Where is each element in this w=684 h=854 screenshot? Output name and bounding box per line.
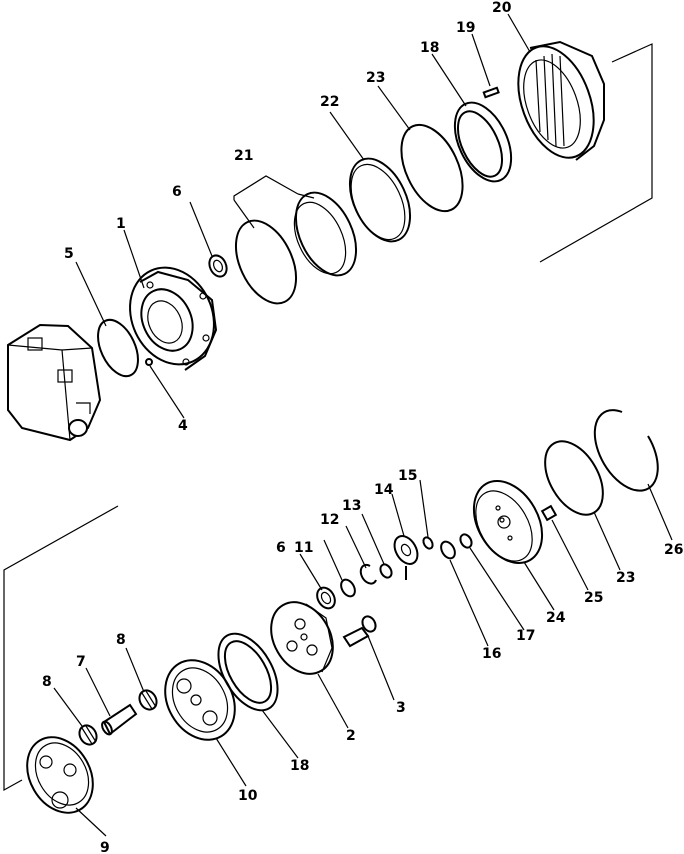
callout-25: 25 — [584, 590, 603, 606]
callout-14: 14 — [374, 482, 394, 498]
part-11-washer — [340, 578, 356, 598]
part-18-bearing-lower — [217, 632, 279, 712]
callout-20: 20 — [492, 0, 512, 16]
callout-10: 10 — [238, 788, 258, 804]
part-15-ring — [422, 536, 434, 550]
callout-12: 12 — [320, 512, 339, 528]
callout-13: 13 — [342, 498, 361, 514]
assembly-boundary-lower — [3, 505, 119, 792]
part-22-ring — [348, 157, 412, 243]
callout-2: 2 — [346, 728, 356, 744]
part-5-o-ring — [97, 318, 139, 378]
part-3-bolt — [342, 615, 377, 648]
part-21-seal — [293, 191, 358, 277]
part-25-plug — [540, 504, 558, 522]
callout-5: 5 — [64, 246, 74, 262]
callout-21: 21 — [234, 148, 253, 164]
part-12-snap-ring — [359, 563, 377, 585]
part-6-bearing-upper — [208, 254, 228, 278]
part-19-pin — [482, 86, 500, 99]
callout-23-lower: 23 — [616, 570, 635, 586]
part-10-carrier-gear — [164, 659, 236, 741]
part-23-o-ring-lower — [544, 440, 604, 516]
callout-7: 7 — [76, 654, 86, 670]
callout-19: 19 — [456, 20, 475, 36]
part-17-washer — [459, 533, 473, 549]
part-1-hub — [129, 266, 218, 371]
part-9-gear — [26, 736, 94, 814]
callout-11: 11 — [294, 540, 313, 556]
callout-18-lower: 18 — [290, 758, 309, 774]
part-4-ball — [145, 358, 153, 366]
part-24-cover — [472, 480, 544, 564]
part-8-needle-bearing-right — [138, 689, 158, 711]
callout-23-upper: 23 — [366, 70, 385, 86]
callout-4: 4 — [178, 418, 188, 434]
part-7-shaft — [101, 703, 138, 736]
part-16-nut — [440, 540, 456, 560]
callout-26: 26 — [664, 542, 683, 558]
part-23-o-ring-upper — [400, 123, 464, 213]
part-20-ring-gear — [517, 40, 605, 161]
callout-24: 24 — [546, 610, 566, 626]
part-13-spacer — [379, 563, 393, 579]
motor-housing — [7, 323, 102, 442]
callout-17: 17 — [516, 628, 535, 644]
callout-9: 9 — [100, 840, 110, 854]
callout-8-left: 8 — [42, 674, 52, 690]
callout-3: 3 — [396, 700, 406, 716]
callout-16: 16 — [482, 646, 501, 662]
part-2-carrier-plate — [270, 601, 334, 675]
callout-8-right: 8 — [116, 632, 126, 648]
callout-15: 15 — [398, 468, 417, 484]
callout-6-lower: 6 — [276, 540, 286, 556]
part-6-bearing-lower — [316, 586, 336, 610]
assembly-boundary-upper — [539, 43, 653, 263]
part-8-needle-bearing-left — [78, 724, 98, 746]
callout-1: 1 — [116, 216, 126, 232]
part-21-seal-ring — [234, 219, 298, 305]
leader-lines — [53, 13, 673, 837]
callout-6-upper: 6 — [172, 184, 182, 200]
callout-18-upper: 18 — [420, 40, 439, 56]
part-18-bearing-upper — [453, 101, 513, 183]
part-14-sun-gear — [393, 535, 419, 580]
callout-22: 22 — [320, 94, 339, 110]
part-26-retaining-ring — [593, 409, 659, 492]
